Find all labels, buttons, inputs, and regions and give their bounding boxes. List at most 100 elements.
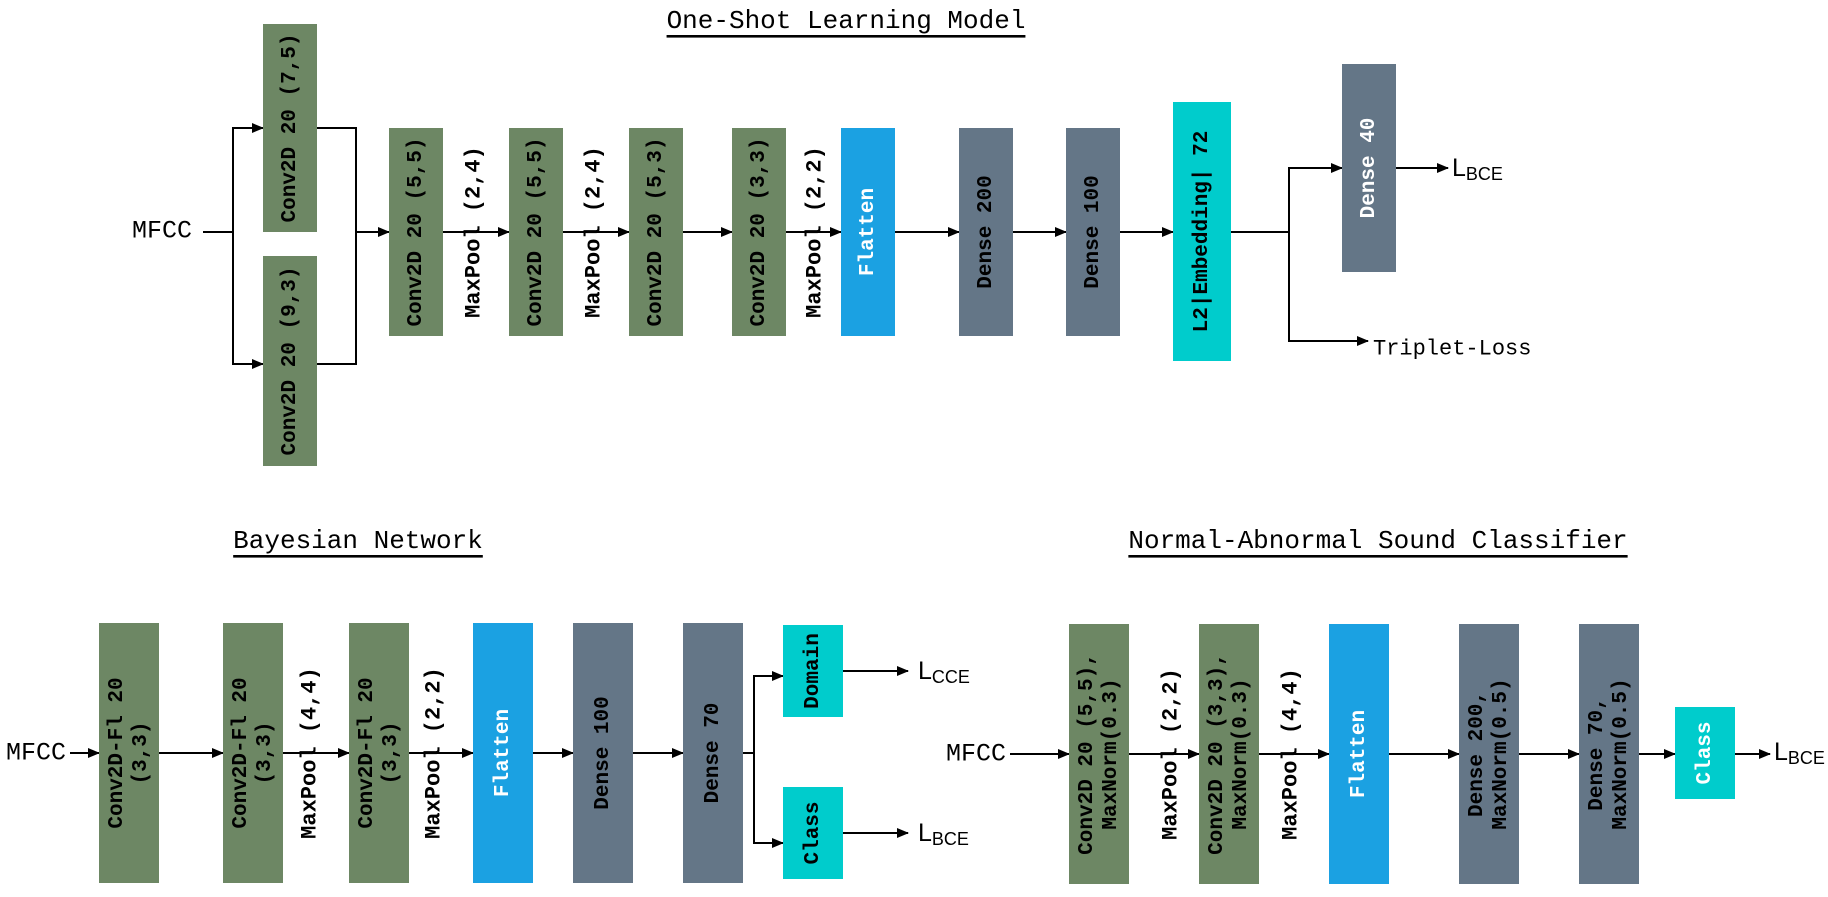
os-pool3: MaxPool (2,2) (803, 146, 828, 318)
os-pool1: MaxPool (2,4) (462, 146, 487, 318)
os-embedding: L2|Embedding| 72 (1173, 102, 1231, 361)
os-loss-triplet: Triplet-Loss (1373, 337, 1531, 362)
os-conv4-box (732, 128, 786, 336)
os-conv4: Conv2D 20 (3,3) (732, 128, 786, 336)
os-loss-bce: LBCE (1452, 154, 1503, 184)
nasc-title: Normal-Abnormal Sound Classifier (1128, 526, 1627, 556)
nc-class: Class (1675, 707, 1735, 799)
bn-domain-label: Domain (802, 633, 825, 709)
os-conv-b-box (263, 256, 317, 466)
os-conv-b-label: Conv2D 20 (9,3) (279, 266, 302, 455)
os-embedding-label: L2|Embedding| 72 (1191, 131, 1214, 333)
bn-conv2-box (223, 623, 283, 883)
os-dense1: Dense 200 (959, 128, 1013, 336)
os-conv2-label: Conv2D 20 (5,5) (525, 137, 548, 326)
nc-conv2-label: Conv2D 20 (3,3),MaxNorm(0.3) (1206, 653, 1253, 855)
nc-dense2: Dense 70,MaxNorm(0.5) (1579, 624, 1639, 884)
bayes-title: Bayesian Network (233, 526, 483, 556)
bn-dense1-label: Dense 100 (592, 696, 615, 809)
os-conv-b: Conv2D 20 (9,3) (263, 256, 317, 466)
bn-conv3: Conv2D-Fl 20(3,3) (349, 623, 409, 883)
os-conv2-box (509, 128, 563, 336)
bn-class-label: Class (802, 801, 825, 864)
os-dense1-label: Dense 200 (975, 175, 998, 288)
os-conv1-box (389, 128, 443, 336)
bn-dense1-box (573, 623, 633, 883)
bn-pool2: MaxPool (2,2) (422, 667, 447, 839)
nc-dense1-box (1459, 624, 1519, 884)
os-dense2-box (1066, 128, 1120, 336)
bn-conv2: Conv2D-Fl 20(3,3) (223, 623, 283, 883)
bn-dense1: Dense 100 (573, 623, 633, 883)
os-conv2: Conv2D 20 (5,5) (509, 128, 563, 336)
nc-conv2: Conv2D 20 (3,3),MaxNorm(0.3) (1199, 624, 1259, 884)
nc-conv1-label: Conv2D 20 (5,5),MaxNorm(0.3) (1076, 653, 1123, 855)
diagram-blocks: Conv2D 20 (7,5) Conv2D 20 (9,3) Conv2D 20 … (99, 24, 1735, 884)
nc-dense1-label: Dense 200,MaxNorm(0.5) (1466, 678, 1513, 829)
nc-class-box (1675, 707, 1735, 799)
bayes-input: MFCC (6, 739, 66, 768)
bn-class: Class (783, 787, 843, 879)
os-conv-a: Conv2D 20 (7,5) (263, 24, 317, 232)
os-edge-to-conv-b (232, 232, 264, 369)
one-shot-title: One-Shot Learning Model (667, 6, 1026, 36)
os-flatten-label: Flatten (857, 188, 880, 276)
nc-conv1: Conv2D 20 (5,5),MaxNorm(0.3) (1069, 624, 1129, 884)
os-edge-to-dense-out (1288, 163, 1343, 232)
nc-dense2-box (1579, 624, 1639, 884)
bn-flatten: Flatten (473, 623, 533, 883)
os-conv1: Conv2D 20 (5,5) (389, 128, 443, 336)
bn-conv1-box (99, 623, 159, 883)
nc-flatten-box (1329, 624, 1389, 884)
nc-class-label: Class (1694, 721, 1717, 784)
os-edge-to-triplet (1288, 232, 1369, 346)
os-embedding-box (1173, 102, 1231, 361)
bn-loss-bce: LBCE (918, 819, 969, 849)
bn-dense2-box (683, 623, 743, 883)
os-pool2: MaxPool (2,4) (582, 146, 607, 318)
bn-conv1-label: Conv2D-Fl 20(3,3) (106, 677, 153, 828)
one-shot-input: MFCC (132, 217, 192, 246)
bn-dense2: Dense 70 (683, 623, 743, 883)
bn-class-box (783, 787, 843, 879)
nasc-input: MFCC (946, 740, 1006, 769)
os-dense-out-box (1342, 64, 1396, 272)
bn-conv2-label: Conv2D-Fl 20(3,3) (230, 677, 277, 828)
bn-domain-box (783, 625, 843, 717)
os-flatten-box (841, 128, 895, 336)
os-dense-out-label: Dense 40 (1358, 118, 1381, 219)
nc-flatten-label: Flatten (1348, 710, 1371, 798)
bn-conv1: Conv2D-Fl 20(3,3) (99, 623, 159, 883)
os-conv3-box (629, 128, 683, 336)
os-conv1-label: Conv2D 20 (5,5) (405, 137, 428, 326)
os-conv-a-label: Conv2D 20 (7,5) (279, 33, 302, 222)
nc-dense2-label: Dense 70,MaxNorm(0.5) (1586, 678, 1633, 829)
bn-edge-to-domain (753, 671, 784, 753)
os-edge-merge-a (317, 127, 357, 365)
os-dense-out: Dense 40 (1342, 64, 1396, 272)
os-conv3: Conv2D 20 (5,3) (629, 128, 683, 336)
nc-dense1: Dense 200,MaxNorm(0.5) (1459, 624, 1519, 884)
os-conv-a-box (263, 24, 317, 232)
os-dense2: Dense 100 (1066, 128, 1120, 336)
os-conv4-label: Conv2D 20 (3,3) (748, 137, 771, 326)
os-dense1-box (959, 128, 1013, 336)
nc-conv2-box (1199, 624, 1259, 884)
bn-edge-to-class (753, 753, 784, 848)
bn-conv3-box (349, 623, 409, 883)
os-conv3-label: Conv2D 20 (5,3) (645, 137, 668, 326)
os-edge-to-conv-a (232, 123, 264, 232)
nc-pool1: MaxPool (2,2) (1159, 668, 1184, 840)
bn-pool1: MaxPool (4,4) (298, 667, 323, 839)
nc-conv1-box (1069, 624, 1129, 884)
nc-pool2: MaxPool (4,4) (1279, 668, 1304, 840)
connector-lines (70, 123, 1771, 848)
bn-loss-cce: LCCE (918, 657, 970, 687)
nc-flatten: Flatten (1329, 624, 1389, 884)
bn-flatten-label: Flatten (492, 709, 515, 797)
bn-flatten-box (473, 623, 533, 883)
bn-conv3-label: Conv2D-Fl 20(3,3) (356, 677, 403, 828)
bn-dense2-label: Dense 70 (702, 703, 725, 804)
